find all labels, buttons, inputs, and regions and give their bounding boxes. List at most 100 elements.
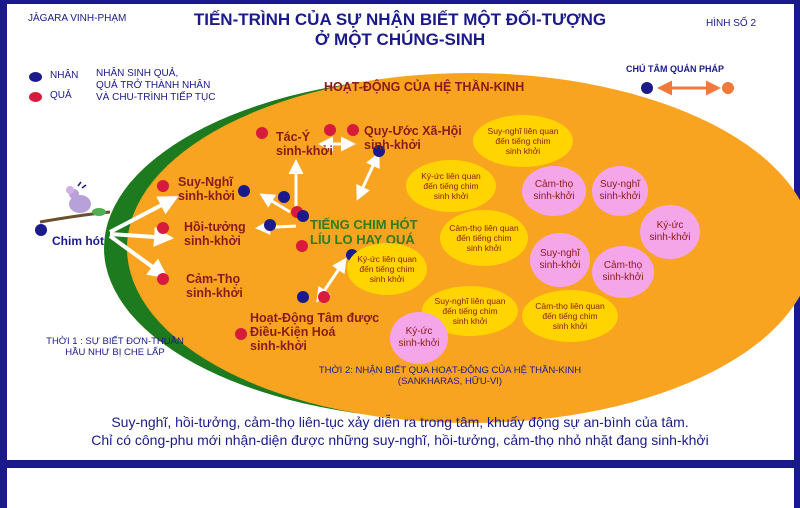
node-line: sinh-khởi xyxy=(184,234,241,248)
bubble-line: đến tiếng chim xyxy=(542,311,598,321)
center-label: TIẾNG CHIM HÓT LÍU LO HAY QUÁ xyxy=(310,217,418,247)
bubble-line: Ký-ức liên quan xyxy=(357,254,417,264)
qua-dot xyxy=(157,180,169,192)
bottom-strip xyxy=(7,468,794,508)
bubble-line: sinh khởi xyxy=(452,316,488,326)
chu-tam-nhan-dot xyxy=(641,82,653,94)
bubble-line: sinh-khởi xyxy=(602,272,644,283)
title-line-1: TIẾN-TRÌNH CỦA SỰ NHẬN BIẾT MỘT ĐỐI-TƯỢN… xyxy=(193,10,607,29)
node-line: sinh-khởi xyxy=(276,144,333,158)
arrow-to-cam-tho xyxy=(108,234,169,279)
bubble-line: sinh-khởi xyxy=(533,191,575,202)
arrow-to-hoi-tuong xyxy=(109,226,174,247)
bird-nhan-dot xyxy=(35,224,47,236)
thoi-2-line-1: THỜI 2: NHẬN BIẾT QUA HOẠT-ĐỘNG CỦA HỆ T… xyxy=(318,365,582,376)
bird-icon xyxy=(69,195,91,213)
nhan-legend-label: NHÂN xyxy=(50,70,79,81)
bubble-line: Cảm-thọ liên quan xyxy=(535,301,605,311)
qua-dot xyxy=(235,328,247,340)
qua-dot xyxy=(318,291,330,303)
bubble-line: Suy-nghĩ liên quan xyxy=(487,126,559,136)
qua-dot-icon xyxy=(29,92,42,102)
author-label: JĀGARA VINH-PHẠM xyxy=(28,13,127,24)
bubble-line: sinh khởi xyxy=(433,191,469,201)
qua-dot xyxy=(347,124,359,136)
node-hoat-dong: Hoạt-Động Tâm được Điều-Kiện Hoá sinh-kh… xyxy=(250,311,379,353)
qua-dot xyxy=(157,222,169,234)
bubble-line: Suy-nghĩ liên quan xyxy=(434,296,506,306)
node-line: Quy-Ước Xã-Hội xyxy=(364,124,462,138)
center-label-line-1: TIẾNG CHIM HÓT xyxy=(310,217,418,232)
bubble-line: Cảm-thọ xyxy=(603,260,643,271)
thoi-2-label: THỜI 2: NHẬN BIẾT QUA HOẠT-ĐỘNG CỦA HỆ T… xyxy=(260,365,640,387)
bubble-line: đến tiếng chim xyxy=(359,264,415,274)
ellipse-title: HOẠT-ĐỘNG CỦA HỆ THẦN-KINH xyxy=(324,80,525,94)
bird-crest-icon xyxy=(66,186,74,194)
footer-line-2: Chỉ có công-phu mới nhận-diện được những… xyxy=(91,432,709,448)
title-line-2: Ở MỘT CHÚNG-SINH xyxy=(314,30,486,49)
page-title: TIẾN-TRÌNH CỦA SỰ NHẬN BIẾT MỘT ĐỐI-TƯỢN… xyxy=(150,10,650,50)
node-line: sinh-khởi xyxy=(250,339,307,353)
bubble-line: đến tiếng chim xyxy=(495,136,551,146)
node-line: Hồi-tưởng xyxy=(184,220,246,234)
bubble-line: sinh khởi xyxy=(552,321,588,331)
bubble-line: sinh-khởi xyxy=(398,338,440,349)
nhan-dot xyxy=(297,210,309,222)
bubble-line: đến tiếng chim xyxy=(456,233,512,243)
bubble-line: Cảm-thọ liên quan xyxy=(449,223,519,233)
bubble-line: Suy-nghĩ xyxy=(539,248,580,259)
nhan-dot xyxy=(264,219,276,231)
bubble-line: sinh khởi xyxy=(466,243,502,253)
node-cam-tho: Cảm-Thọ sinh-khởi xyxy=(186,272,243,300)
music-note-icon xyxy=(77,181,87,189)
thoi-2-line-2: (SANKHARAS, HỮU-VI) xyxy=(397,376,503,387)
bubble-line: đến tiếng chim xyxy=(423,181,479,191)
node-line: sinh-khởi xyxy=(186,286,243,300)
arrow-center-quy-uoc xyxy=(356,152,380,201)
legend-desc-line-2: QUẢ TRỞ THÀNH NHÂN xyxy=(96,80,211,91)
bird-label: Chim hót xyxy=(52,234,104,248)
arrow-center-suy-nghi xyxy=(259,193,291,214)
node-quy-uoc: Quy-Ước Xã-Hội sinh-khởi xyxy=(364,124,462,152)
node-line: Tác-Ý xyxy=(276,130,311,144)
arrow-to-suy-nghi xyxy=(109,196,179,234)
nhan-dot xyxy=(373,145,385,157)
thoi-1-line-2: HẦU NHƯ BỊ CHE LẤP xyxy=(65,347,165,358)
bubble-line: sinh khởi xyxy=(369,274,405,284)
node-tac-y: Tác-Ý sinh-khởi xyxy=(276,130,333,158)
node-line: sinh-khởi xyxy=(178,189,235,203)
bubble-line: đến tiếng chim xyxy=(442,306,498,316)
bubble-line: sinh khởi xyxy=(505,146,541,156)
nhan-dot xyxy=(278,191,290,203)
bubble-line: sinh-khởi xyxy=(599,191,641,202)
nhan-dot-icon xyxy=(29,72,42,82)
qua-dot xyxy=(296,240,308,252)
node-line: Hoạt-Động Tâm được xyxy=(250,311,380,325)
qua-dot xyxy=(157,273,169,285)
bubble-line: Cảm-thọ xyxy=(534,179,574,190)
figure-number: HÌNH SỐ 2 xyxy=(706,18,757,29)
node-suy-nghi: Suy-Nghĩ sinh-khởi xyxy=(178,175,235,203)
bubble-line: Ký-ức liên quan xyxy=(421,171,481,181)
legend-desc-line-1: NHÂN SINH QUẢ, xyxy=(96,68,179,79)
thoi-1-label: THỜI 1 : SỰ BIẾT ĐƠN-THUẦN HẦU NHƯ BỊ CH… xyxy=(20,336,210,358)
bubble-line: sinh-khởi xyxy=(649,232,691,243)
nhan-dot xyxy=(238,185,250,197)
arrow-center-hoi-tuong xyxy=(255,219,297,235)
thoi-1-line-1: THỜI 1 : SỰ BIẾT ĐƠN-THUẦN xyxy=(46,336,184,347)
node-line: Điều-Kiện Hoá xyxy=(250,325,336,339)
bubble-line: Ký-ức xyxy=(656,220,684,231)
nhan-dot xyxy=(297,291,309,303)
